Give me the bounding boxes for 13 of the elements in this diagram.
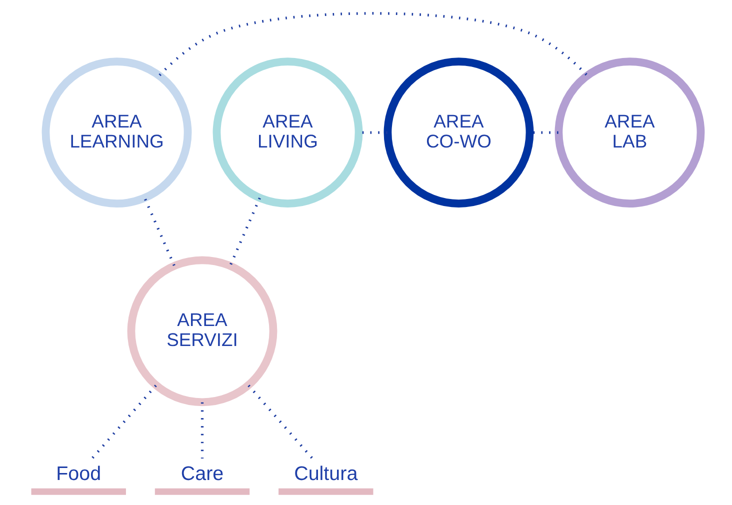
node-circle: AREA LAB [554, 58, 705, 208]
node-circle: AREA CO-WO [384, 58, 534, 208]
node-text: Cultura [294, 462, 358, 485]
node-text: Care [180, 462, 224, 485]
connector [229, 198, 261, 266]
connector [158, 12, 588, 76]
connector [144, 198, 176, 266]
connector [248, 384, 314, 460]
node-text: Food [56, 462, 102, 485]
node-circle: AREA SERVIZI [127, 256, 278, 406]
connector [91, 384, 157, 460]
node-circle: AREA LIVING [212, 58, 363, 208]
node-circle: AREA LEARNING [42, 58, 192, 208]
